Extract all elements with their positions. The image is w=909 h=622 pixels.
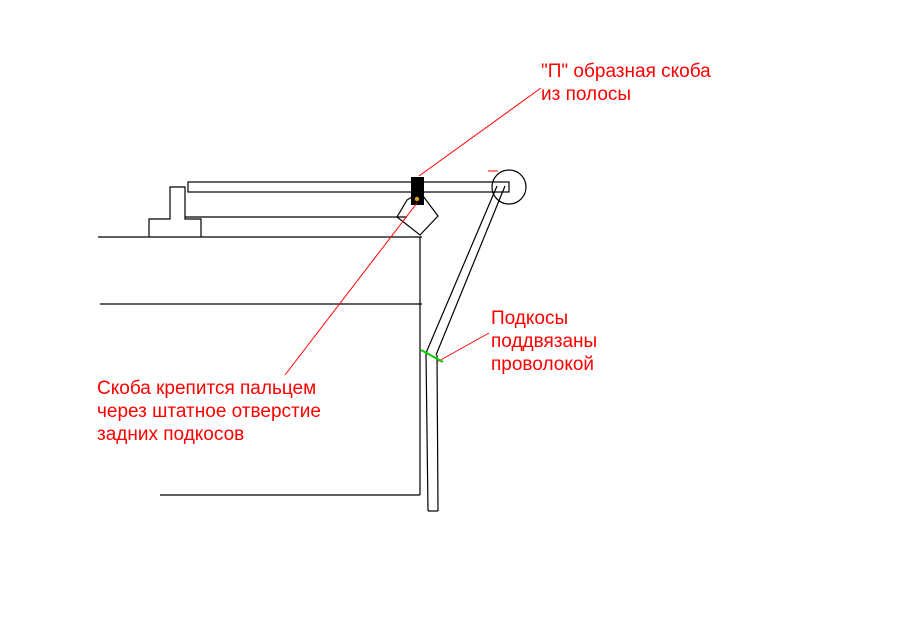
bracket-annotation-line-2: из полосы (541, 84, 632, 105)
step-block (148, 186, 202, 237)
structure-lines (98, 169, 527, 512)
pin-annotation-line-1: Скоба крепится пальцем (97, 378, 317, 399)
strut-inner-line (425, 185, 498, 354)
pin-annotation-line-3: задних подкосов (97, 424, 245, 445)
struts-leader-line (436, 332, 490, 363)
pin-annotation-line-2: через штатное отверстие (97, 401, 321, 422)
bracket-annotation: "П" образная скоба из полосы (541, 60, 711, 106)
struts-annotation: Подкосы поддвязаны проволокой (491, 307, 597, 376)
top-rail (187, 181, 510, 193)
pin-annotation: Скоба крепится пальцем через штатное отв… (97, 377, 321, 446)
p-bracket (411, 177, 424, 205)
pin-leader-line (284, 202, 418, 376)
wire-tie (420, 349, 444, 363)
struts-annotation-line-1: Подкосы (491, 308, 569, 329)
bracket-pin-hole (414, 196, 420, 202)
hinge-circle (491, 169, 527, 205)
struts-annotation-line-2: поддвязаны (491, 331, 598, 352)
strut-leg-left (425, 352, 429, 512)
struts-annotation-line-3: проволокой (491, 354, 595, 375)
strut-leg-right (436, 354, 439, 512)
bracket-annotation-line-1: "П" образная скоба (541, 61, 711, 82)
strut-outer-line (435, 185, 506, 356)
bracket-leader-line (418, 87, 542, 177)
